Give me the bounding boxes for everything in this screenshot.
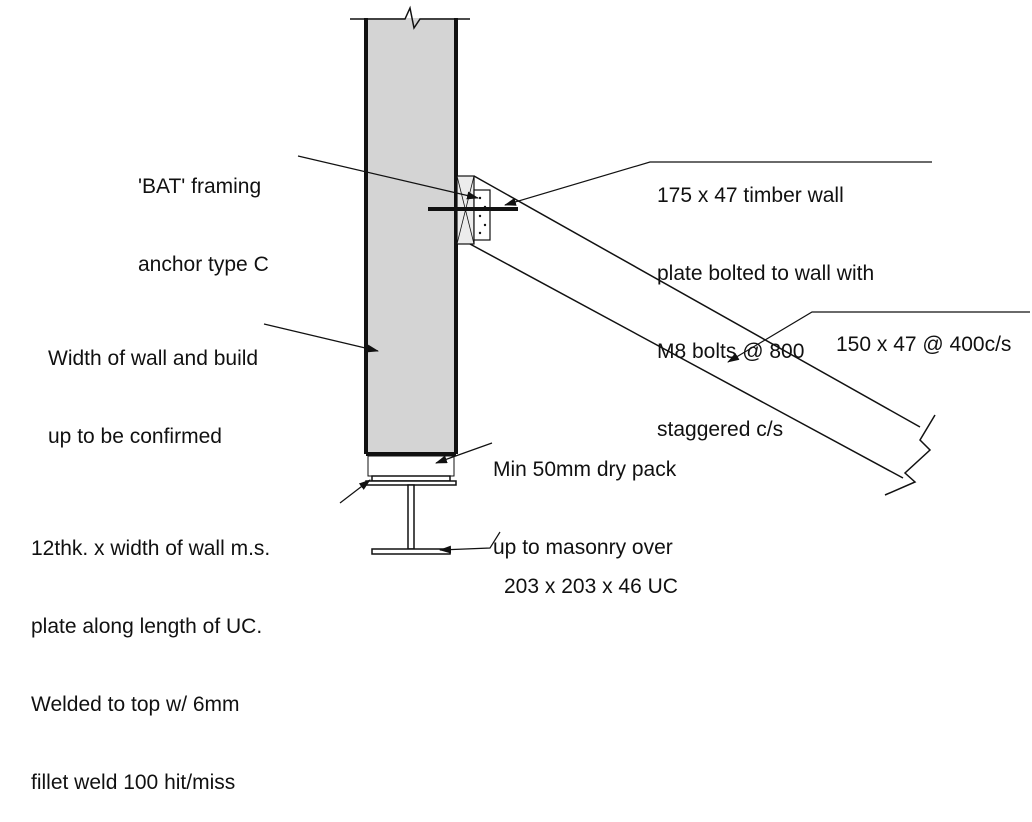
ms-plate-line-3: Welded to top w/ 6mm [31,693,240,716]
dry-pack-line-2: up to masonry over [493,536,673,559]
dry-pack-line-1: Min 50mm dry pack [493,458,677,481]
timber-rafter [469,175,936,496]
ms-plate-label: 12thk. x width of wall m.s. plate along … [31,484,270,822]
leader-lines [263,155,1030,554]
wall-plate-line-1: 175 x 47 timber wall [657,184,844,207]
uc-label: 203 x 203 x 46 UC [504,522,678,626]
wall-plate-line-3: M8 bolts @ 800 [657,340,805,363]
rafter-label: 150 x 47 @ 400c/s [836,280,1011,384]
uc-steel-section [365,480,457,555]
ms-plate-line-1: 12thk. x width of wall m.s. [31,537,271,560]
wall-plate-label: 175 x 47 timber wall plate bolted to wal… [657,131,874,469]
rafter-line-1: 150 x 47 @ 400c/s [836,333,1012,356]
wall-width-line-1: Width of wall and build [48,347,259,370]
dry-pack-label: Min 50mm dry pack up to masonry over [493,405,676,587]
structural-detail-drawing [263,5,1030,555]
wall-break-line [350,5,470,30]
ms-plate-line-2: plate along length of UC. [31,615,263,638]
wall-plate-line-2: plate bolted to wall with [657,262,875,285]
dry-pack [367,455,455,477]
bat-framing-anchor [473,189,491,241]
bat-anchor-line-1: 'BAT' framing [138,175,262,198]
bat-anchor-line-2: anchor type C [138,253,269,276]
wall-width-label: Width of wall and build up to be confirm… [48,294,258,476]
bat-anchor-label: 'BAT' framing anchor type C [138,122,269,304]
ms-plate-line-4: fillet weld 100 hit/miss [31,771,236,794]
uc-line-1: 203 x 203 x 46 UC [504,575,678,598]
masonry-wall [364,18,458,456]
wall-width-line-2: up to be confirmed [48,425,222,448]
wall-plate-line-4: staggered c/s [657,418,784,441]
